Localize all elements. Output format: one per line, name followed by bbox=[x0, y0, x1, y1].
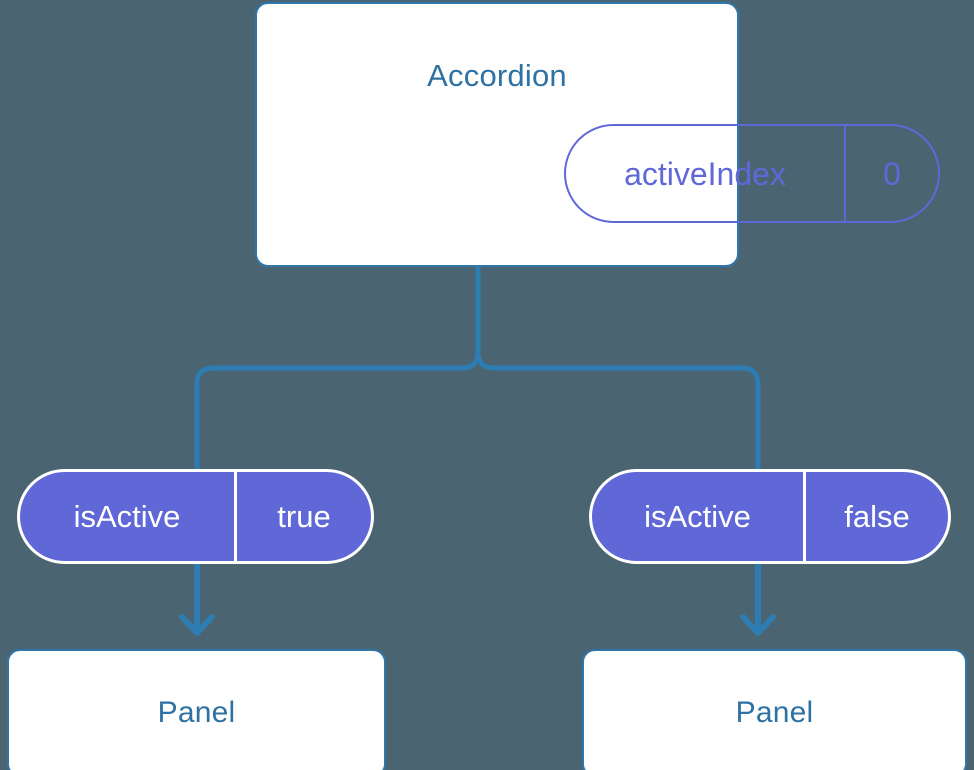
arrow-head-right bbox=[740, 614, 776, 636]
accordion-title: Accordion bbox=[427, 58, 567, 93]
panel-title-left: Panel bbox=[157, 696, 236, 729]
state-pill-key-label: activeIndex bbox=[624, 155, 786, 192]
prop-pill-key-label: isActive bbox=[644, 499, 751, 534]
panel-title-right: Panel bbox=[735, 696, 814, 729]
tree-connector-path-right bbox=[475, 263, 761, 473]
prop-pill-is-active-true: isActive true bbox=[17, 469, 374, 564]
accordion-card: Accordion activeIndex 0 bbox=[255, 2, 940, 267]
panel-card-left: Panel bbox=[7, 649, 386, 770]
arrow-head-left bbox=[179, 614, 215, 636]
state-pill-active-index: activeIndex 0 bbox=[564, 124, 940, 223]
state-pill-value-cell: 0 bbox=[846, 126, 938, 221]
prop-pill-key-label: isActive bbox=[73, 499, 181, 534]
state-pill-key-cell: activeIndex bbox=[566, 126, 846, 221]
tree-connector-path bbox=[194, 263, 481, 473]
prop-pill-value-cell: true bbox=[237, 472, 371, 561]
prop-pill-value-cell: false bbox=[806, 472, 948, 561]
prop-pill-value-label: false bbox=[844, 499, 910, 534]
prop-pill-is-active-false: isActive false bbox=[589, 469, 951, 564]
prop-pill-key-cell: isActive bbox=[20, 472, 237, 561]
panel-card-right: Panel bbox=[582, 649, 967, 770]
prop-pill-key-cell: isActive bbox=[592, 472, 806, 561]
prop-pill-value-label: true bbox=[277, 499, 331, 534]
state-pill-value-label: 0 bbox=[883, 155, 901, 192]
